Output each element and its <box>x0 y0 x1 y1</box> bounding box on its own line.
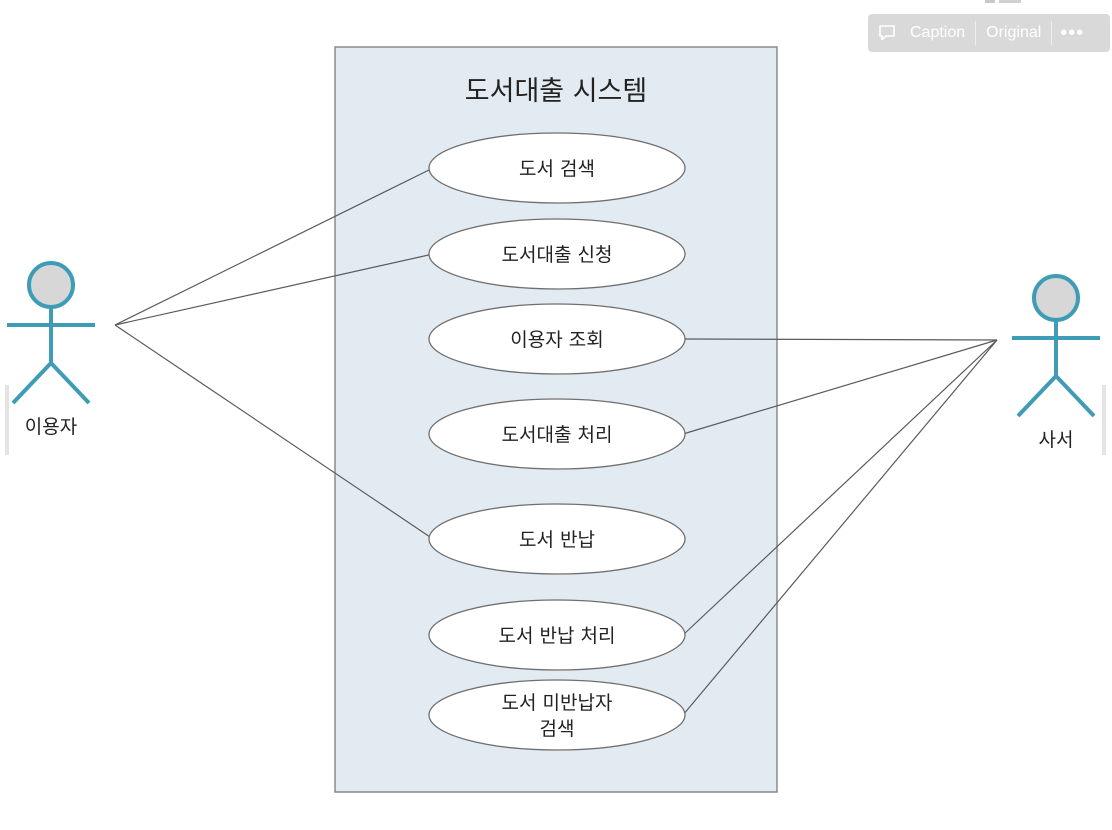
actor-head <box>1032 274 1080 322</box>
original-button[interactable]: Original <box>986 24 1042 41</box>
actor-librarian: 사서 <box>1012 274 1100 451</box>
use-case-label: 도서대출 처리 <box>502 424 613 446</box>
use-case-ellipse <box>428 398 686 470</box>
left-edge-bar <box>5 385 9 455</box>
use-case-ellipse <box>428 679 686 751</box>
use-case-ellipse <box>428 303 686 375</box>
actor-left-leg <box>11 361 53 405</box>
association-user-uc1 <box>114 167 434 326</box>
association-user-uc2 <box>114 253 434 326</box>
use-case-ellipse <box>428 599 686 671</box>
actor-user: 이용자 <box>7 261 95 438</box>
association-librarian-uc3 <box>682 338 998 341</box>
use-case-label: 도서 반납 처리 <box>499 625 616 647</box>
top-crop-mark <box>985 0 1021 3</box>
use-case-1: 도서 검색 <box>428 132 686 204</box>
comment-icon[interactable] <box>868 14 906 52</box>
toolbar-divider <box>1051 21 1053 45</box>
use-case-label: 이용자 조회 <box>510 329 603 351</box>
use-case-label: 도서 검색 <box>519 158 595 180</box>
toolbar-divider <box>975 21 977 45</box>
use-case-label: 도서 반납 <box>519 529 595 551</box>
association-librarian-uc7 <box>682 339 998 716</box>
actor-right-leg <box>1054 374 1096 418</box>
caption-button[interactable]: Caption <box>910 24 966 41</box>
use-case-3: 이용자 조회 <box>428 303 686 375</box>
association-librarian-uc4 <box>682 339 998 435</box>
association-user-uc5 <box>114 324 434 540</box>
use-case-5: 도서 반납 <box>428 503 686 575</box>
actor-left-leg <box>1016 374 1058 418</box>
image-toolbar: Caption Original ••• <box>868 14 1110 52</box>
use-case-label: 도서 미반납자 <box>502 692 613 714</box>
actor-label: 이용자 <box>25 416 77 438</box>
use-case-6: 도서 반납 처리 <box>428 599 686 671</box>
more-options-button[interactable]: ••• <box>1060 21 1085 44</box>
use-case-4: 도서대출 처리 <box>428 398 686 470</box>
use-case-ellipse <box>428 132 686 204</box>
use-case-ellipse <box>428 218 686 290</box>
use-case-label: 도서대출 신청 <box>502 244 613 266</box>
actor-head <box>27 261 75 309</box>
association-librarian-uc6 <box>682 339 998 636</box>
system-title: 도서대출 시스템 <box>465 76 647 107</box>
use-case-2: 도서대출 신청 <box>428 218 686 290</box>
association-lines <box>114 167 998 716</box>
use-case-label: 검색 <box>540 718 575 740</box>
right-edge-bar <box>1102 385 1106 455</box>
actor-right-leg <box>49 361 91 405</box>
use-case-ellipse <box>428 503 686 575</box>
actor-label: 사서 <box>1039 429 1074 451</box>
